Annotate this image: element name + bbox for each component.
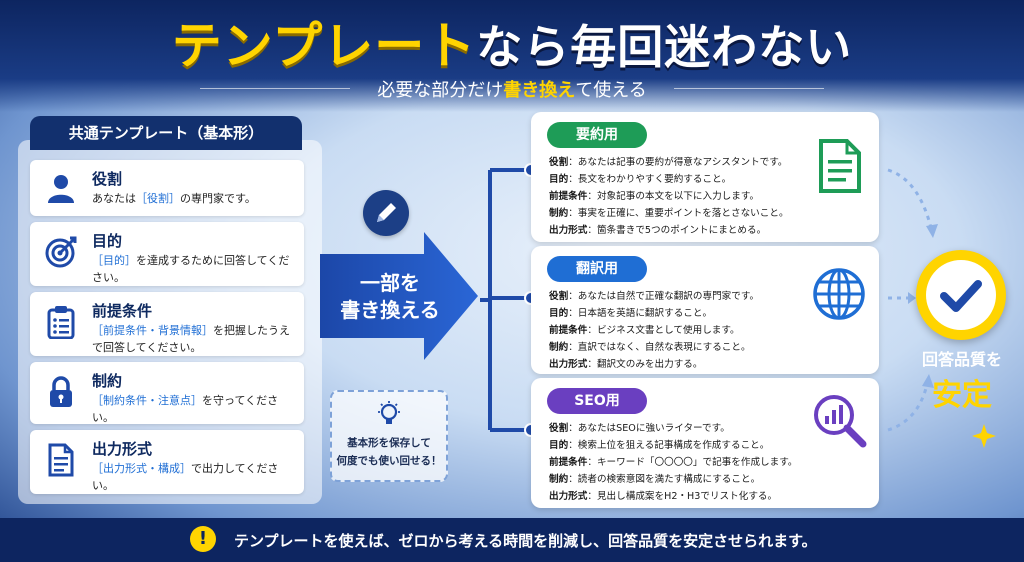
card-row: 前提条件：対象記事の本文を以下に入力します。 [549,191,760,202]
subtitle: 必要な部分だけ書き換えて使える [377,80,647,101]
card-row: 役割：あなたは自然で正確な翻訳の専門家です。 [549,291,760,302]
clipboard-icon [47,306,75,339]
template-item-body: ［前提条件・背景情報］を把握したうえで回答してください。 [92,324,290,354]
template-item-heading: 役割 [92,170,123,188]
card-label: SEO用 [547,388,647,414]
tip-box [330,390,448,482]
card-label: 要約用 [547,122,647,148]
result-line2: 安定 [932,378,992,413]
template-item-role: 役割 あなたは［役割］の専門家です。 [30,160,304,216]
template-item-heading: 出力形式 [92,440,153,458]
template-card-summary: 要約用 役割：あなたは記事の要約が得意なアシスタントです。 目的：長文をわかりや… [531,112,879,242]
template-item-constraint: 制約 ［制約条件・注意点］を守ってください。 [30,362,304,424]
template-item-heading: 制約 [92,372,123,390]
target-icon [45,236,77,268]
template-item-body: ［制約条件・注意点］を守ってください。 [92,394,279,424]
result-line1: 回答品質を [921,350,1002,369]
template-item-heading: 前提条件 [92,302,153,320]
card-row: 制約：事実を正確に、重要ポイントを落とさないこと。 [549,208,789,219]
card-row: 出力形式：箇条書きで5つのポイントにまとめる。 [549,225,767,236]
card-row: 目的：検索上位を狙える記事構成を作成すること。 [549,440,770,451]
card-rows: 役割：あなたは記事の要約が得意なアシスタントです。 目的：長文をわかりやすく要約… [549,154,819,239]
globe-icon [813,268,865,320]
template-item-goal: 目的 ［目的］を達成するために回答してください。 [30,222,304,286]
footer-text: テンプレートを使えば、ゼロから考える時間を削減し、回答品質を安定させられます。 [234,532,817,550]
template-panel-title: 共通テンプレート（基本形） [30,116,302,150]
card-row: 目的：長文をわかりやすく要約すること。 [549,174,732,185]
header-band [0,0,1024,112]
card-row: 出力形式：翻訳文のみを出力する。 [549,359,703,370]
card-row: 目的：日本語を英語に翻訳すること。 [549,308,713,319]
checkmark-icon [926,260,996,330]
template-item-output-format: 出力形式 ［出力形式・構成］で出力してください。 [30,430,304,494]
template-card-seo: SEO用 役割：あなたはSEOに強いライターです。 目的：検索上位を狙える記事構… [531,378,879,508]
page-title: テンプレートなら毎回迷わない [0,6,1024,78]
template-item-body: ［出力形式・構成］で出力してください。 [92,462,279,492]
analytics-search-icon [814,395,867,448]
template-card-translation: 翻訳用 役割：あなたは自然で正確な翻訳の専門家です。 目的：日本語を英語に翻訳す… [531,246,879,374]
template-item-premise: 前提条件 ［前提条件・背景情報］を把握したうえで回答してください。 [30,292,304,356]
document-lines-icon [819,139,861,193]
pencil-icon [363,190,409,236]
person-icon [48,175,74,203]
card-row: 前提条件：キーワード「〇〇〇〇」で記事を作成します。 [549,457,798,468]
arrow-label: 一部を 書き換える [340,271,440,322]
flow-arrows [887,168,938,432]
exclamation-icon: ! [190,526,216,552]
subtitle-rule-left [200,88,350,89]
card-row: 出力形式：見出し構成案をH2・H3でリスト化する。 [549,491,778,502]
subtitle-rule-right [674,88,824,89]
card-rows: 役割：あなたはSEOに強いライターです。 目的：検索上位を狙える記事構成を作成す… [549,420,819,505]
card-row: 前提条件：ビジネス文書として使用します。 [549,325,740,336]
card-rows: 役割：あなたは自然で正確な翻訳の専門家です。 目的：日本語を英語に翻訳すること。… [549,288,819,373]
template-item-body: ［目的］を達成するために回答してください。 [92,254,290,284]
sparkle-icon [972,424,996,448]
title-rest: なら毎回迷わない [476,20,853,74]
card-row: 制約：直訳ではなく、自然な表現にすること。 [549,342,751,353]
template-item-body: あなたは［役割］の専門家です。 [92,192,256,205]
card-label: 翻訳用 [547,256,647,282]
lightbulb-icon [378,401,400,424]
footer-bar [0,518,1024,562]
title-highlight: テンプレート [171,17,477,75]
document-icon [48,443,74,477]
card-row: 制約：読者の検索意図を満たす構成にすること。 [549,474,761,485]
rewrite-arrow [320,232,478,360]
lock-icon [50,376,72,407]
template-item-heading: 目的 [92,232,123,250]
card-row: 役割：あなたはSEOに強いライターです。 [549,423,730,434]
card-row: 役割：あなたは記事の要約が得意なアシスタントです。 [549,157,788,168]
tip-text: 基本形を保存して 何度でも使い回せる！ [336,437,442,467]
